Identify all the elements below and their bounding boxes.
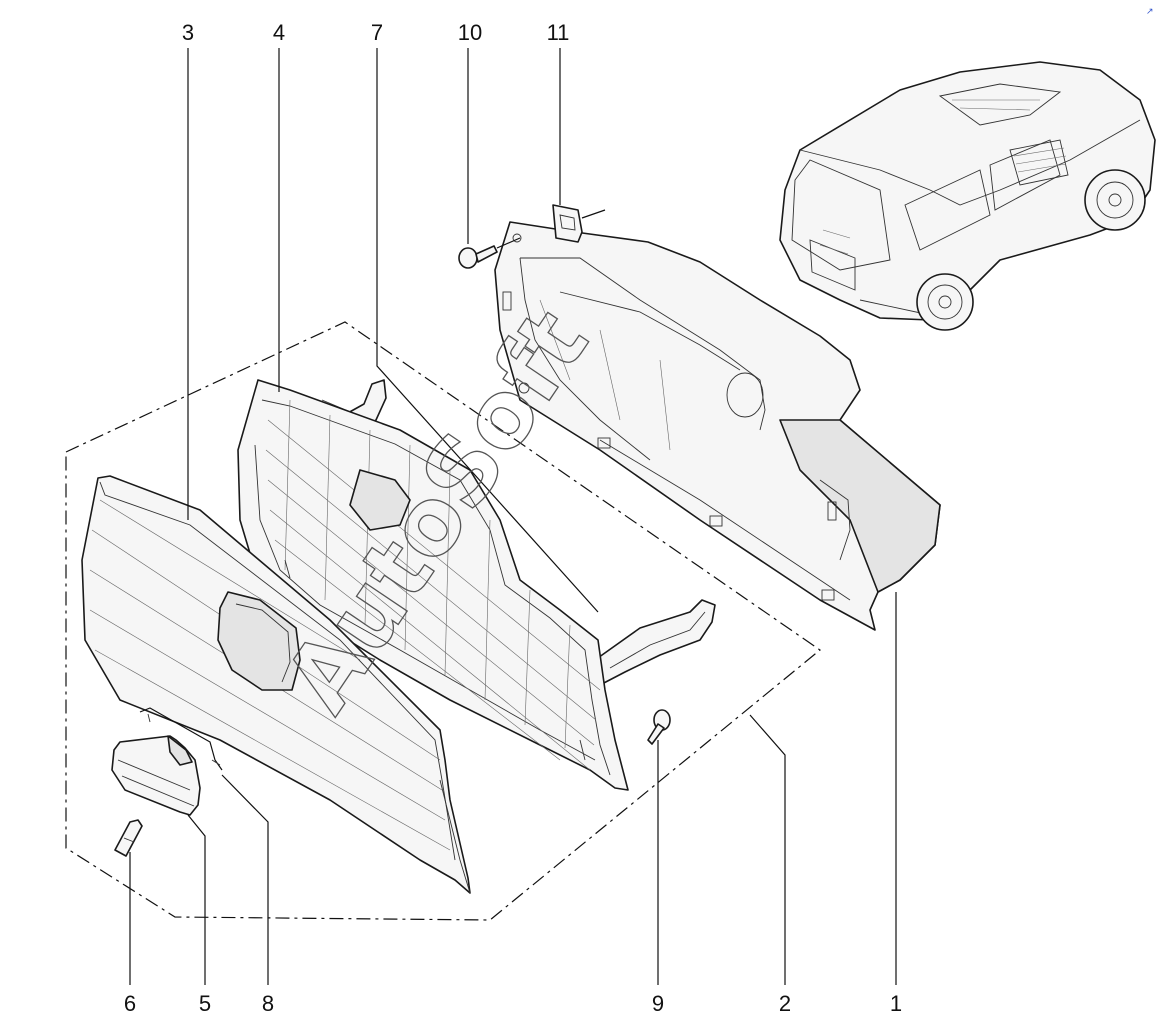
tapping-screw-9 (647, 709, 671, 745)
lid-lock (111, 735, 201, 816)
callout-7: 7 (371, 20, 383, 45)
assembly-outline (65, 321, 821, 921)
clip-nut (552, 204, 606, 243)
callout-4: 4 (273, 20, 285, 45)
lock-rod (139, 707, 223, 771)
callout-10: 10 (458, 20, 482, 45)
glovebox-lid-inner (237, 379, 629, 791)
tapping-screw-10 (458, 237, 521, 269)
callout-11: 11 (547, 20, 570, 45)
callout-3: 3 (182, 20, 194, 45)
callout-9: 9 (652, 991, 664, 1016)
callout-6: 6 (124, 991, 136, 1016)
glovebox-housing (494, 221, 941, 631)
callout-2: 2 (779, 991, 791, 1016)
vehicle-location-thumbnail (779, 61, 1156, 331)
lock-cylinder (114, 819, 143, 857)
leader-lines (129, 48, 897, 985)
corner-mark: ↗ (1146, 7, 1154, 17)
glovebox-lid-outer (81, 475, 471, 894)
callout-labels: 3 4 7 10 11 6 5 8 9 2 1 (124, 20, 902, 1016)
callout-1: 1 (890, 991, 902, 1016)
callout-8: 8 (262, 991, 274, 1016)
callout-5: 5 (199, 991, 211, 1016)
